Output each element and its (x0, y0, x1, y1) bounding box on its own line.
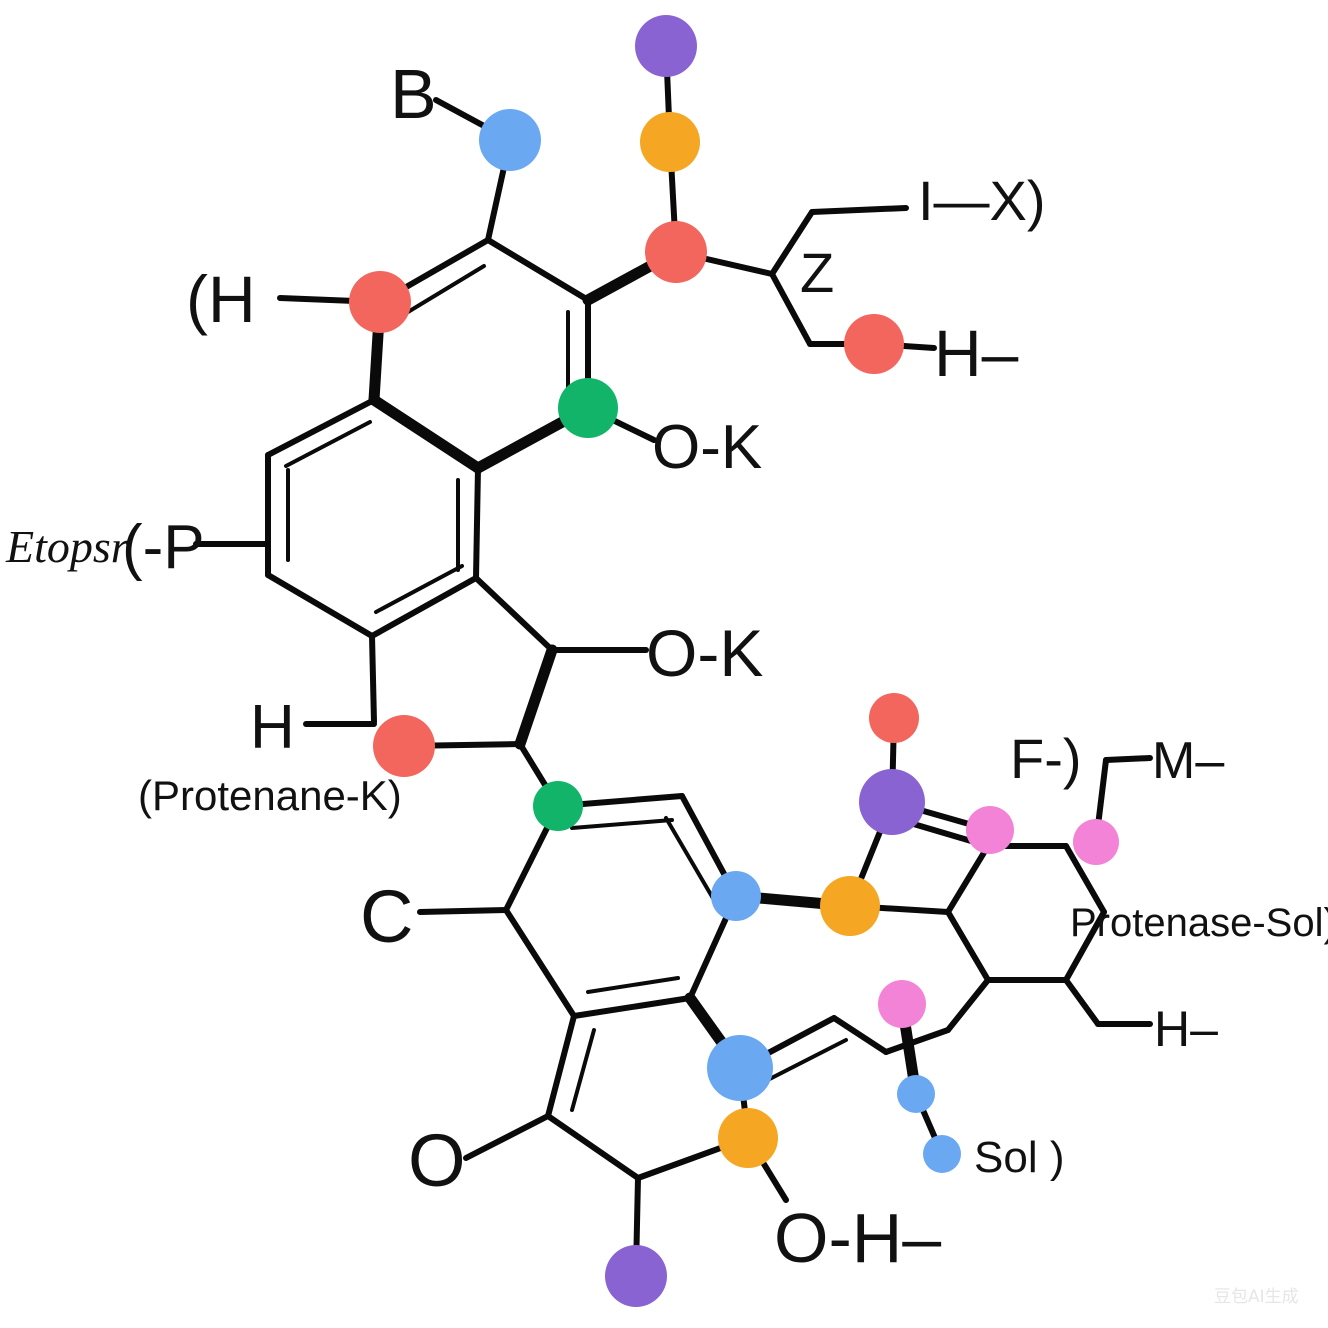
label-b: B (390, 55, 437, 133)
bond (265, 397, 377, 458)
bond (545, 1113, 641, 1181)
atom-purple-top (635, 15, 697, 77)
bond (1063, 843, 1107, 915)
bond-heavy (514, 644, 558, 750)
bond (945, 909, 991, 983)
label-z: Z (800, 241, 834, 304)
bond (473, 575, 555, 653)
atom-pink-1 (966, 806, 1014, 854)
atom-purple-right (859, 769, 925, 835)
bond-double (664, 816, 716, 902)
bond (809, 205, 909, 215)
label-o-k-1: O-K (652, 413, 762, 482)
atom-red-top-ring (349, 271, 411, 333)
bond (1103, 755, 1153, 763)
bond (1063, 977, 1101, 1027)
bond-double (396, 264, 486, 320)
label-p-group: (-P (122, 513, 205, 582)
atom-purple-bottom (605, 1245, 667, 1307)
watermark: 豆包AI生成 (1214, 1287, 1299, 1307)
label-c: C (360, 875, 413, 958)
bond (545, 1013, 577, 1119)
atom-green-top (558, 378, 618, 438)
label-h-upper-left: (H (186, 262, 256, 336)
label-o-bottom: O (408, 1119, 466, 1202)
atom-red-h-right (844, 314, 904, 374)
label-h-right-top: H– (934, 316, 1019, 390)
bond (883, 1027, 951, 1055)
bond (1063, 909, 1107, 983)
atom-green-mid (533, 781, 583, 831)
bond (265, 572, 375, 639)
label-x-top-right: I—X) (918, 169, 1046, 232)
label-h-right-bottom: H– (1154, 1001, 1218, 1057)
bond-double (374, 564, 464, 614)
label-o-h: O-H– (774, 1199, 941, 1277)
label-o-k-2: O-K (646, 616, 763, 690)
label-f: F-) (1010, 727, 1082, 790)
bond-double (586, 976, 680, 994)
label-m: M– (1152, 732, 1224, 790)
label-etopsr: Etopsr (5, 521, 130, 572)
bond (769, 271, 813, 347)
bond (473, 465, 481, 581)
bond-double (570, 1028, 596, 1112)
atom-red-top-right (645, 221, 707, 283)
atom-blue-b (479, 109, 541, 171)
label-protenane-k: (Protenane-K) (138, 772, 402, 819)
atom-orange-top (640, 112, 700, 172)
bond (571, 995, 693, 1019)
atom-pink-3 (878, 980, 926, 1028)
bond (369, 633, 377, 725)
atoms (349, 15, 1119, 1307)
atom-blue-small-2 (923, 1135, 961, 1173)
labels: B (H I—X) Z H– O-K Etopsr (-P O-K H (Pro… (5, 55, 1328, 1277)
bond (945, 977, 991, 1033)
label-sol: Sol ) (974, 1133, 1064, 1182)
atom-orange-bottom (718, 1108, 778, 1168)
label-protenase-sol: Protenase-Sol) (1070, 901, 1328, 945)
bond (485, 237, 591, 303)
atom-pink-2 (1073, 819, 1119, 865)
label-h-mid-left: H (250, 693, 295, 762)
bond (945, 843, 991, 915)
bond (417, 907, 509, 915)
atom-blue-ring (711, 871, 761, 921)
atom-red-upper-right (869, 693, 919, 743)
atom-blue-small-1 (897, 1075, 935, 1113)
atom-blue-big (707, 1035, 773, 1101)
bond (369, 575, 479, 639)
bond (769, 209, 815, 277)
bond-double (284, 420, 372, 468)
atom-orange-right (820, 876, 880, 936)
bond-heavy (368, 394, 484, 474)
bond (503, 907, 577, 1019)
bond (831, 1015, 889, 1055)
bond (463, 1113, 551, 1161)
atom-red-mid-left (373, 715, 435, 777)
bond-double (570, 818, 674, 830)
